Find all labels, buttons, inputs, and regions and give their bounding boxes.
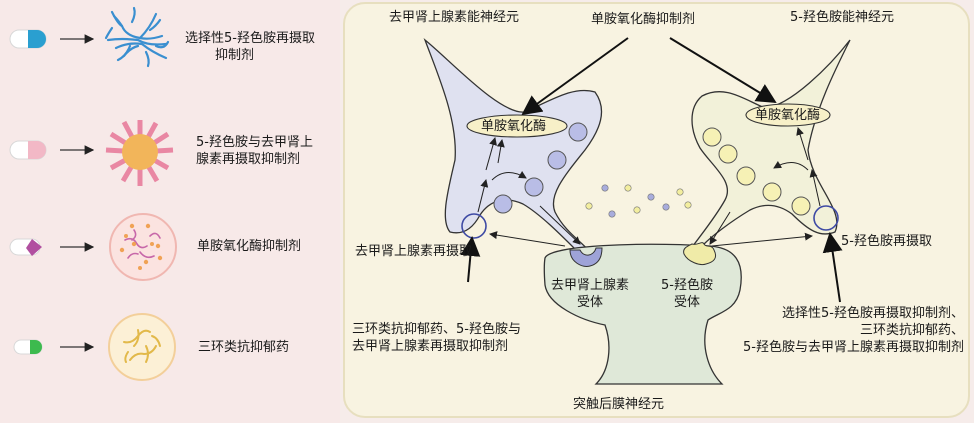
left-inhibitor-label: 三环类抗抑郁药、5-羟色胺与 去甲肾上腺素再摄取抑制剂: [352, 322, 521, 354]
legend-ssri-label: 选择性5-羟色胺再摄取 抑制剂: [185, 31, 315, 63]
maoi-circle-icon: [109, 213, 177, 281]
pill-icon-snri: [9, 140, 47, 160]
legend-maoi-label: 单胺氧化酶抑制剂: [197, 239, 302, 254]
postsynaptic-label: 突触后膜神经元: [573, 397, 665, 412]
pill-icon-ssri: [9, 29, 47, 49]
mao-right-label: 单胺氧化酶: [755, 108, 821, 123]
right-inhibitor-label: 选择性5-羟色胺再摄取抑制剂、 三环类抗抑郁药、 5-羟色胺与去甲肾上腺素再摄取…: [743, 306, 964, 355]
ne-vesicles: [493, 122, 588, 214]
mao-inhibitor-top-label: 单胺氧化酶抑制剂: [591, 12, 696, 27]
serotonin-transporter-icon: [813, 205, 839, 231]
ne-internal-arrows: [477, 137, 527, 213]
reuptake-arrows: [489, 205, 813, 247]
serotonin-internal-arrows: [773, 127, 821, 207]
legend-tca-label: 三环类抗抑郁药: [198, 340, 290, 355]
serotonin-receptor-label: 5-羟色胺 受体: [661, 278, 713, 310]
ne-reuptake-label: 去甲肾上腺素再摄取: [355, 244, 473, 259]
synaptic-cleft-molecules: [585, 184, 692, 218]
pill-icon-tca: [13, 339, 43, 355]
mao-enzyme-right: [745, 103, 831, 127]
serotonin-vesicles: [702, 127, 811, 216]
pill-icon-maoi: [9, 238, 42, 256]
legend-snri-label: 5-羟色胺与去甲肾上 腺素再摄取抑制剂: [196, 135, 313, 167]
mao-enzyme-left: [466, 114, 568, 138]
ne-receptor-label: 去甲肾上腺素 受体: [550, 278, 629, 310]
ne-neuron-label: 去甲肾上腺素能神经元: [389, 10, 520, 25]
mao-left-label: 单胺氧化酶: [481, 119, 547, 134]
inhibitor-arrows: [460, 37, 843, 303]
snri-sun-icon: [105, 120, 174, 186]
tca-circle-icon: [108, 313, 176, 381]
ne-receptor-shape: [569, 247, 603, 267]
serotonin-neuron-label: 5-羟色胺能神经元: [790, 10, 894, 25]
ssri-branch-icon: [104, 6, 170, 68]
serotonin-reuptake-label: 5-羟色胺再摄取: [841, 234, 932, 249]
ne-presynaptic-neuron: [423, 38, 603, 251]
serotonin-receptor-shape: [683, 242, 717, 265]
